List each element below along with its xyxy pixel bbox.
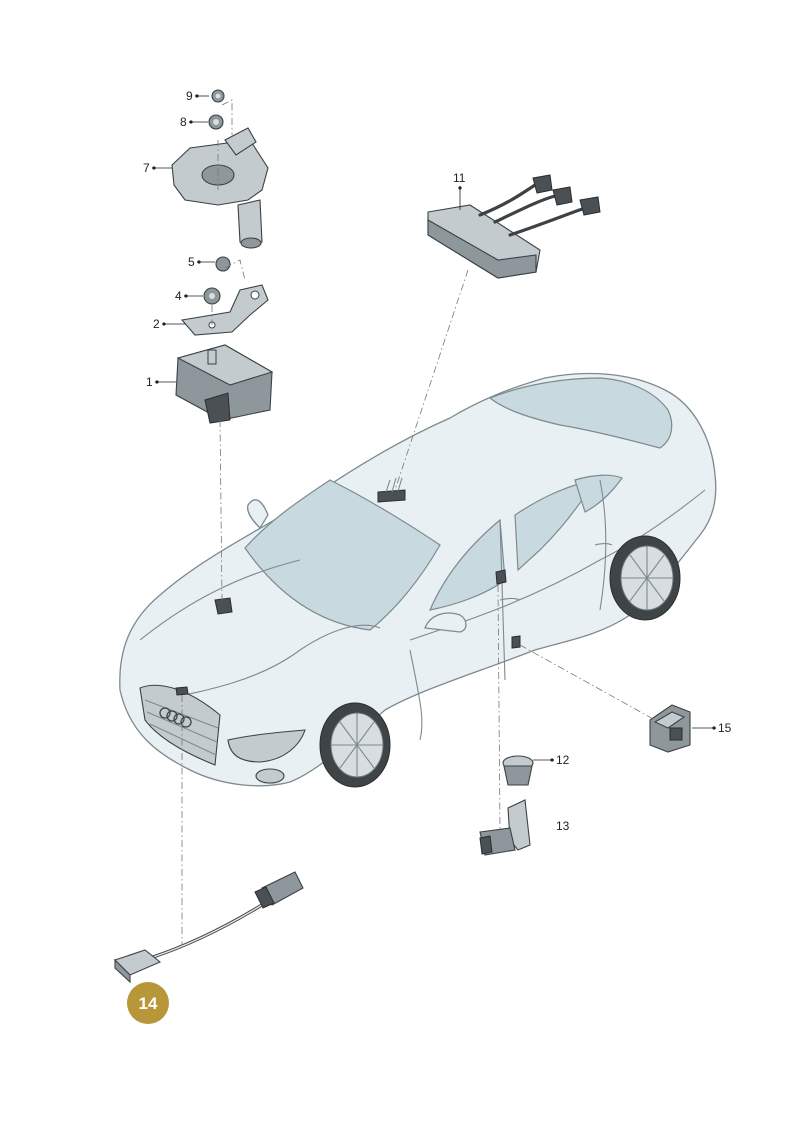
label-4: 4 <box>175 289 182 303</box>
label-1: 1 <box>146 375 153 389</box>
label-9: 9 <box>186 89 193 103</box>
label-11: 11 <box>453 171 466 185</box>
label-15: 15 <box>718 721 732 735</box>
label-13: 13 <box>556 819 570 833</box>
label-12: 12 <box>556 753 570 767</box>
logo-rings <box>159 707 192 728</box>
label-7: 7 <box>143 161 150 175</box>
part-2-bracket <box>180 284 269 336</box>
dashed-connection-lines <box>181 99 656 945</box>
part-7-sensor-bracket <box>171 127 269 249</box>
part-4-nut <box>203 287 221 305</box>
label-8: 8 <box>180 115 187 129</box>
part-9-nut <box>211 89 225 103</box>
part-11-module <box>427 174 601 279</box>
part-1-control-unit <box>175 344 274 424</box>
label-5: 5 <box>188 255 195 269</box>
part-5-nut <box>215 256 231 272</box>
label-2: 2 <box>153 317 160 331</box>
part-8-nut <box>208 114 224 130</box>
part-14-wiring-harness <box>113 871 304 984</box>
callout-labels: 9 8 7 5 4 2 1 11 12 13 15 <box>143 89 732 833</box>
badge-14: 14 <box>127 982 169 1024</box>
badge-14-text: 14 <box>139 994 158 1013</box>
part-15-switch <box>649 704 691 753</box>
part-13-sensor <box>479 799 531 856</box>
part-12-grommet <box>502 755 534 786</box>
car-illustration <box>119 372 717 788</box>
